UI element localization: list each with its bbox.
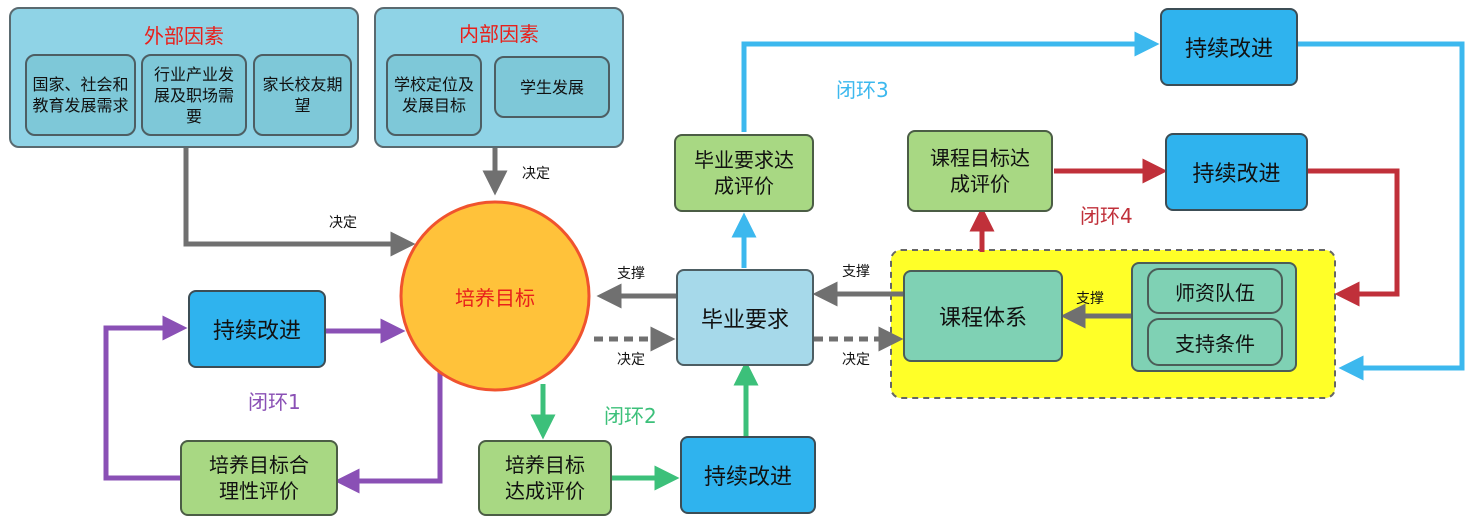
loop4-label: 闭环4 <box>1080 204 1133 228</box>
loop1-arrow-b <box>103 315 188 481</box>
external-item-parents: 家长校友期望 <box>253 54 352 136</box>
arrow-external-decide <box>183 146 416 257</box>
internal-factors-title: 内部因素 <box>459 22 539 46</box>
improve-box-loop3: 持续改进 <box>1160 8 1298 86</box>
goal-achievement-evaluation: 培养目标达成评价 <box>478 440 612 516</box>
course-goal-evaluation: 课程目标达成评价 <box>907 130 1053 212</box>
loop2-label: 闭环2 <box>604 404 657 428</box>
improve-box-loop2: 持续改进 <box>680 436 816 514</box>
improve-box-loop1: 持续改进 <box>188 290 326 368</box>
graduation-req-evaluation: 毕业要求达成评价 <box>674 134 814 212</box>
loop1-label: 闭环1 <box>248 390 301 414</box>
course-system: 课程体系 <box>903 270 1063 362</box>
training-goal-label: 培养目标 <box>455 285 535 310</box>
loop4-arrow-c <box>1308 168 1400 307</box>
internal-item-positioning: 学校定位及发展目标 <box>386 54 482 136</box>
teachers: 师资队伍 <box>1147 268 1283 314</box>
loop3-arrow-c <box>1298 41 1465 381</box>
improve-box-loop4: 持续改进 <box>1165 133 1308 211</box>
internal-item-student: 学生发展 <box>494 56 610 118</box>
label-decide-course: 决定 <box>842 352 870 368</box>
label-decide-internal: 决定 <box>522 166 550 182</box>
loop1-arrow-a <box>334 372 443 494</box>
training-goal-circle <box>399 200 591 392</box>
label-support-course: 支撑 <box>842 264 870 280</box>
label-support-gradreq: 支撑 <box>617 266 645 282</box>
loop3-arrow-b <box>741 31 1160 132</box>
loop3-label: 闭环3 <box>836 78 889 102</box>
external-factors-title: 外部因素 <box>144 24 224 48</box>
graduation-requirements: 毕业要求 <box>676 269 814 366</box>
goal-rationality-evaluation: 培养目标合理性评价 <box>180 440 338 516</box>
external-item-national: 国家、社会和教育发展需求 <box>25 54 136 136</box>
label-decide-external: 决定 <box>329 215 357 231</box>
label-support-teachers: 支撑 <box>1076 291 1104 307</box>
support-conditions: 支持条件 <box>1147 318 1283 366</box>
label-decide-center: 决定 <box>617 352 645 368</box>
external-item-industry: 行业产业发展及职场需要 <box>141 54 247 136</box>
